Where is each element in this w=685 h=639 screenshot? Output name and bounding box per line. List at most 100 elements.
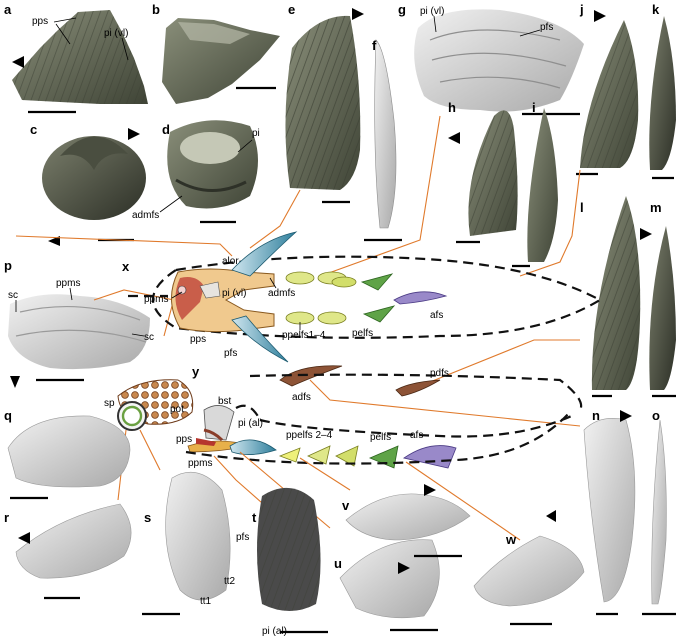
label-sc-p1: sc <box>8 290 18 301</box>
specimen-r-render <box>15 503 132 579</box>
panel-label-j: j <box>579 2 584 17</box>
leader-pi-vl-g <box>433 15 437 33</box>
label-ppms-p: ppms <box>56 278 80 289</box>
reconstruction-y: y <box>117 364 577 469</box>
leader-admfs-x <box>269 277 277 289</box>
specimen-h-photo <box>468 110 518 236</box>
label-pi-d: pi <box>252 128 260 139</box>
label-pi-al-t: pi (al) <box>262 626 287 637</box>
leader-pps-a <box>53 17 77 23</box>
label-alor-x: alor <box>222 256 239 267</box>
specimen-u-render <box>339 539 440 619</box>
arrowhead-p <box>10 376 20 388</box>
panel-label-f: f <box>372 38 377 53</box>
label-admfs-x: admfs <box>268 288 295 299</box>
panel-label-y: y <box>192 364 200 379</box>
panel-label-h: h <box>448 100 456 115</box>
label-sp-y: sp <box>104 398 115 409</box>
specimen-c-photo <box>42 136 146 220</box>
panel-label-k: k <box>652 2 660 17</box>
specimen-p-photo <box>8 294 150 370</box>
arrowhead-c2 <box>48 236 60 246</box>
label-tt2-s: tt2 <box>224 576 236 587</box>
arrowhead-n <box>620 410 632 422</box>
label-pfs-g: pfs <box>540 22 553 33</box>
arrowhead-e <box>352 8 364 20</box>
label-afs-y: afs <box>410 430 423 441</box>
specimen-o-render <box>651 419 667 605</box>
label-pfs-t: pfs <box>236 532 249 543</box>
label-ppelfs1-4-x: ppelfs1–4 <box>282 330 326 341</box>
label-pi-vl-g: pi (vl) <box>420 6 444 17</box>
arrowhead-c <box>128 128 140 140</box>
label-ppms-y: ppms <box>188 458 212 469</box>
label-tt1-s: tt1 <box>200 596 212 607</box>
specimen-w-render <box>473 535 585 607</box>
label-pfs-x: pfs <box>224 348 237 359</box>
label-pi-al-y: pi (al) <box>238 418 263 429</box>
arrowhead-u <box>398 562 410 574</box>
arrowhead-w <box>546 510 556 522</box>
label-pelfs-x: pelfs <box>352 328 373 339</box>
specimen-g-photo <box>414 9 584 112</box>
panel-label-g: g <box>398 2 406 17</box>
body-outline-y <box>235 404 577 438</box>
panel-label-b: b <box>152 2 160 17</box>
panel-label-l: l <box>580 200 584 215</box>
arrowhead-m <box>640 228 652 240</box>
leader-ppms-p <box>69 287 73 301</box>
panel-label-q: q <box>4 408 12 423</box>
label-pdfs-x: pdfs <box>430 368 449 379</box>
arrowhead-h <box>448 132 460 144</box>
leader-pi-d <box>237 139 253 153</box>
arrowhead-v <box>424 484 436 496</box>
panel-label-o: o <box>652 408 660 423</box>
panel-label-c: c <box>30 122 37 137</box>
specimen-b-photo <box>162 18 280 104</box>
specimen-q-render <box>7 415 131 488</box>
specimen-n-render <box>583 418 636 603</box>
specimen-m-photo <box>649 226 676 390</box>
label-adfs-x: adfs <box>292 392 311 403</box>
panel-label-e: e <box>288 2 295 17</box>
specimen-e-photo <box>285 15 361 191</box>
dorsal-outline <box>249 373 583 411</box>
panel-label-v: v <box>342 498 350 513</box>
leader-pfs-g <box>519 29 541 37</box>
specimen-a-photo <box>12 10 148 104</box>
label-pps-x: pps <box>190 334 206 345</box>
label-ppms-x: ppms <box>144 294 168 305</box>
specimen-d-photo <box>167 120 258 209</box>
panel-label-w: w <box>505 532 517 547</box>
label-admfs-d: admfs <box>132 210 159 221</box>
label-pelfs-y: pelfs <box>370 432 391 443</box>
specimen-t-render <box>257 487 321 611</box>
ventral-outline-y <box>185 411 571 465</box>
label-pps-a: pps <box>32 16 48 27</box>
arrowhead-a <box>12 56 24 68</box>
panel-label-i: i <box>532 100 536 115</box>
panel-label-x: x <box>122 259 130 274</box>
label-pi-vl-a: pi (vl) <box>104 28 128 39</box>
label-afs-x: afs <box>430 310 443 321</box>
reconstruction-x: x <box>122 231 603 411</box>
label-pps-y: pps <box>176 434 192 445</box>
panel-label-p: p <box>4 258 12 273</box>
specimen-v-render <box>345 493 471 541</box>
leader-pps-a2 <box>55 23 71 45</box>
specimen-k-photo <box>649 16 676 170</box>
panel-label-n: n <box>592 408 600 423</box>
specimen-j-photo <box>580 20 639 168</box>
label-bst-y: bst <box>218 396 232 407</box>
arrowhead-j <box>594 10 606 22</box>
label-ppelfs2-4-y: ppelfs 2–4 <box>286 430 333 441</box>
specimen-f-photo <box>374 39 397 229</box>
label-pot-y: pot <box>170 404 184 415</box>
arrowhead-r <box>18 532 30 544</box>
label-pi-vl-x: pi (vl) <box>222 288 246 299</box>
panel-label-s: s <box>144 510 151 525</box>
panel-label-t: t <box>252 510 257 525</box>
specimen-l-photo <box>591 196 641 390</box>
panel-label-u: u <box>334 556 342 571</box>
